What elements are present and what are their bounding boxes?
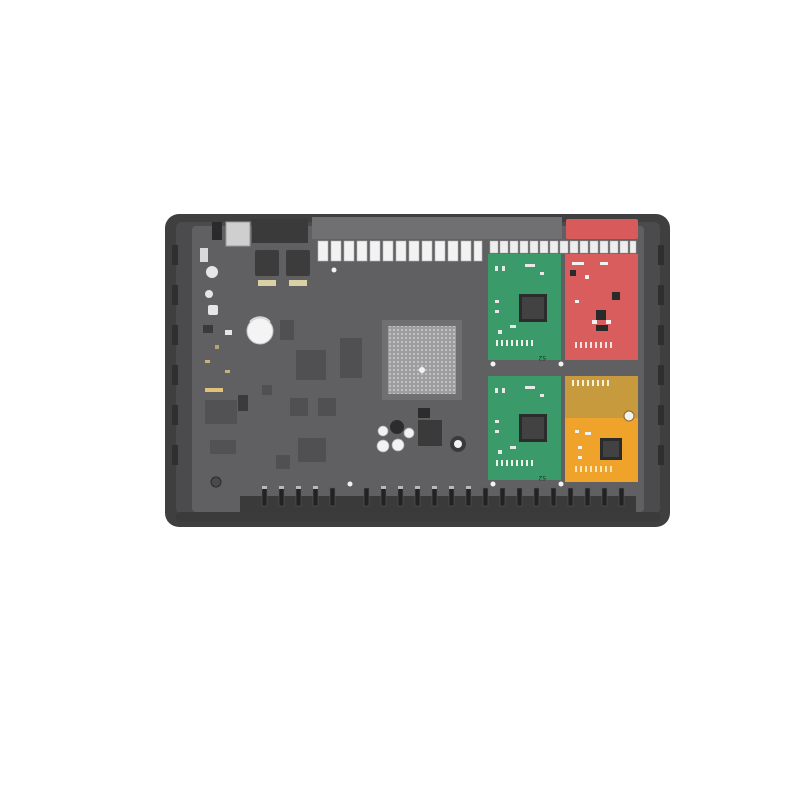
white-terminal-row-right xyxy=(489,240,637,254)
red-connector xyxy=(566,219,638,239)
black-connector-top xyxy=(252,219,308,243)
black-relay-2 xyxy=(286,250,310,276)
mounting-holes xyxy=(331,267,564,487)
module-bottom-left-label: S2 xyxy=(538,474,546,481)
enclosure-right-ribs xyxy=(658,245,664,465)
black-relay-1 xyxy=(255,250,279,276)
module-top-left: S2 xyxy=(488,254,561,361)
module-top-left-label: S2 xyxy=(538,354,546,361)
module-bottom-right xyxy=(565,376,638,482)
cpu-pin-grid xyxy=(388,326,456,394)
module-bottom-left: S2 xyxy=(488,376,561,481)
left-components xyxy=(200,222,248,488)
usb-connector xyxy=(225,221,251,247)
white-terminal-row xyxy=(317,240,483,262)
top-connector-strip xyxy=(312,217,562,239)
enclosure-left-ribs xyxy=(172,245,178,465)
bottom-center-components xyxy=(376,408,466,453)
module-top-right xyxy=(565,254,638,360)
center-left-ics xyxy=(262,320,362,469)
cpu-marker xyxy=(419,367,425,373)
enclosure-bottom-lip xyxy=(176,512,660,522)
